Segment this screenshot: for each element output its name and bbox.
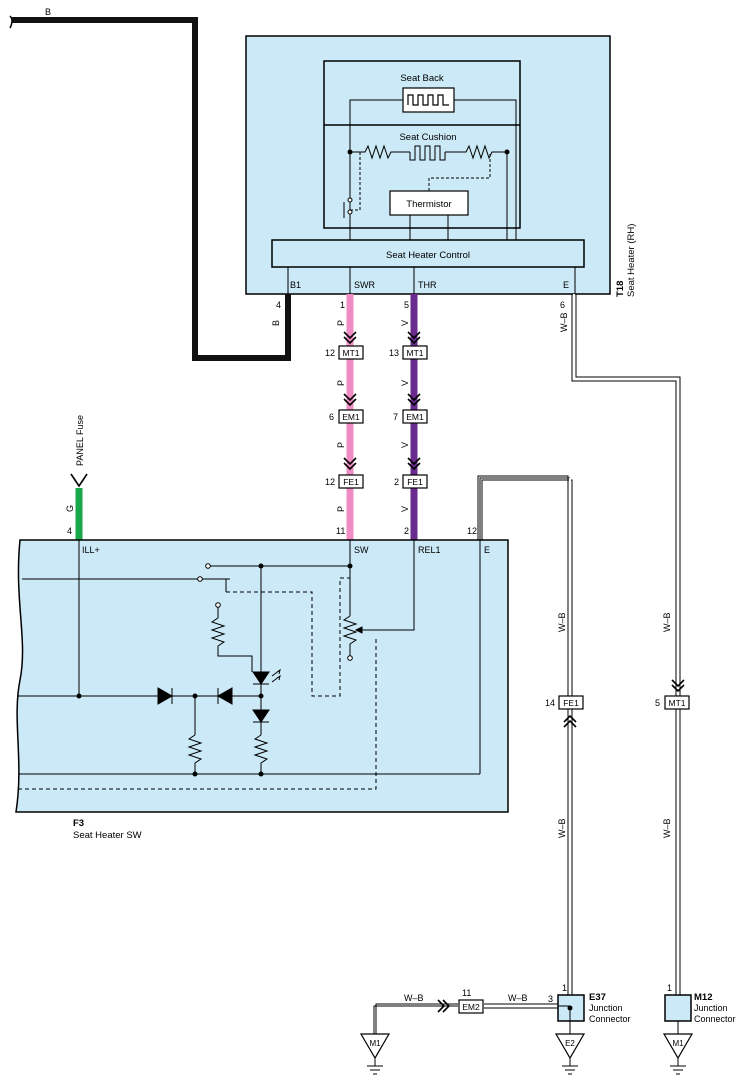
pin-t18-b1: 4 (276, 300, 281, 310)
wire-label-v-1: V (400, 320, 410, 326)
f3-module: ILL+ SW REL1 E 11 2 12 (15, 526, 509, 813)
wire-label-wb-3: W–B (662, 612, 672, 632)
wire-label-v-4: V (400, 506, 410, 512)
pin-t18-thr: 5 (404, 300, 409, 310)
pin-fe1-ground: 14 (545, 698, 555, 708)
t18-name: Seat Heater (RH) (626, 224, 637, 297)
ground-icon (359, 1033, 391, 1060)
pin-em1-swr: 6 (329, 412, 334, 422)
pin-fe1-swr: 12 (325, 477, 335, 487)
e37-name-line1: Junction (589, 1003, 623, 1013)
terminal-rel1: REL1 (418, 545, 441, 555)
cushion-heater-icon (409, 145, 446, 161)
ground-icon (554, 1033, 586, 1060)
pin-f3-ill: 4 (67, 526, 72, 536)
wire-label-b: B (271, 320, 281, 326)
wire-label-v-2: V (400, 380, 410, 386)
seat-heater-control-label: Seat Heater Control (386, 250, 470, 261)
terminal-ill-plus: ILL+ (82, 545, 100, 555)
ground-m1-left: M1 (359, 1033, 391, 1075)
pin-m12-top: 1 (667, 983, 672, 993)
terminal-sw: SW (354, 545, 369, 555)
pin-em1-thr: 7 (393, 412, 398, 422)
connector-mt1-swr: MT1 (343, 348, 360, 358)
wire-label-wb-1: W–B (559, 312, 569, 332)
wire-g: PANEL Fuse G 4 (65, 415, 88, 540)
terminal-swr: SWR (354, 280, 375, 290)
pin-f3-e: 12 (467, 526, 477, 536)
wire-label-g: G (65, 505, 75, 512)
wire-label-wb-5: W–B (662, 818, 672, 838)
pin-t18-swr: 1 (340, 300, 345, 310)
connector-em1-swr: EM1 (342, 412, 360, 422)
connector-em2: EM2 (462, 1002, 480, 1012)
pin-fe1-thr: 2 (394, 477, 399, 487)
e37-id: E37 (589, 992, 606, 1003)
connector-fe1-thr: FE1 (407, 477, 423, 487)
pin-mt1-ground: 5 (655, 698, 660, 708)
wire-label-p-1: P (336, 320, 346, 326)
pin-f3-sw: 11 (336, 526, 345, 536)
fuse-arrow-icon (70, 473, 88, 488)
m12-name-line1: Junction (694, 1003, 728, 1013)
pin-mt1-swr: 12 (325, 348, 335, 358)
ground-m1-right-label: M1 (672, 1039, 684, 1048)
pin-t18-e: 6 (560, 300, 565, 310)
e37-connector: 1 3 E37 Junction Connector (548, 983, 631, 1034)
ground-m1-right: M1 (662, 1033, 694, 1075)
connector-em1-thr: EM1 (406, 412, 424, 422)
connector-fe1-ground: FE1 (563, 698, 579, 708)
connector-mt1-thr: MT1 (407, 348, 424, 358)
thermistor-label: Thermistor (406, 199, 451, 210)
seat-back-label: Seat Back (400, 73, 444, 84)
f3-id: F3 (73, 818, 84, 829)
pin-em2: 11 (462, 988, 471, 998)
f3-name: Seat Heater SW (73, 830, 142, 841)
m12-name-line2: Connector (694, 1014, 736, 1024)
connector-mt1-ground: MT1 (669, 698, 686, 708)
ground-e2: E2 (554, 1033, 586, 1075)
wire-label-p-3: P (336, 442, 346, 448)
wire-label-p-2: P (336, 380, 346, 386)
cushion-resistor-left-icon (350, 144, 410, 160)
wire-label-wb-4: W–B (557, 818, 567, 838)
wire-label-v-3: V (400, 442, 410, 448)
pin-e37-left: 3 (548, 994, 553, 1004)
panel-fuse-label: PANEL Fuse (75, 415, 85, 466)
pin-f3-rel1: 2 (404, 526, 409, 536)
seat-cushion-label: Seat Cushion (399, 132, 456, 143)
ground-m1-left-label: M1 (369, 1039, 381, 1048)
t18-id: T18 (615, 281, 626, 297)
m12-connector: 1 M12 Junction Connector (664, 983, 736, 1034)
wire-label-wb-6: W–B (404, 993, 424, 1003)
ground-icon (662, 1033, 694, 1060)
m12-id: M12 (694, 992, 712, 1003)
wb-chevrons (437, 679, 685, 1013)
connector-chevrons (343, 331, 421, 471)
wire-label-p-4: P (336, 506, 346, 512)
wire-label-wb-7: W–B (508, 993, 528, 1003)
terminal-b1: B1 (290, 280, 301, 290)
e37-name-line2: Connector (589, 1014, 631, 1024)
terminal-thr: THR (418, 280, 437, 290)
connector-fe1-swr: FE1 (343, 477, 359, 487)
wire-label-wb-2: W–B (557, 612, 567, 632)
wire-label-b-top: B (45, 7, 51, 17)
pin-e37-top: 1 (562, 983, 567, 993)
seat-heater-control-box (271, 239, 585, 268)
ground-e2-label: E2 (565, 1039, 575, 1048)
t18-module: Seat Back Seat Cushion Thermistor Seat H… (245, 35, 611, 295)
pin-mt1-thr: 13 (389, 348, 399, 358)
wire-wb (373, 294, 681, 1034)
wire-b: B B 4 (9, 7, 291, 361)
terminal-f3-e: E (484, 545, 490, 555)
inline-connectors: MT1 12 MT1 13 EM1 6 EM1 7 FE1 12 FE1 2 (325, 345, 428, 489)
terminal-e: E (563, 280, 569, 290)
